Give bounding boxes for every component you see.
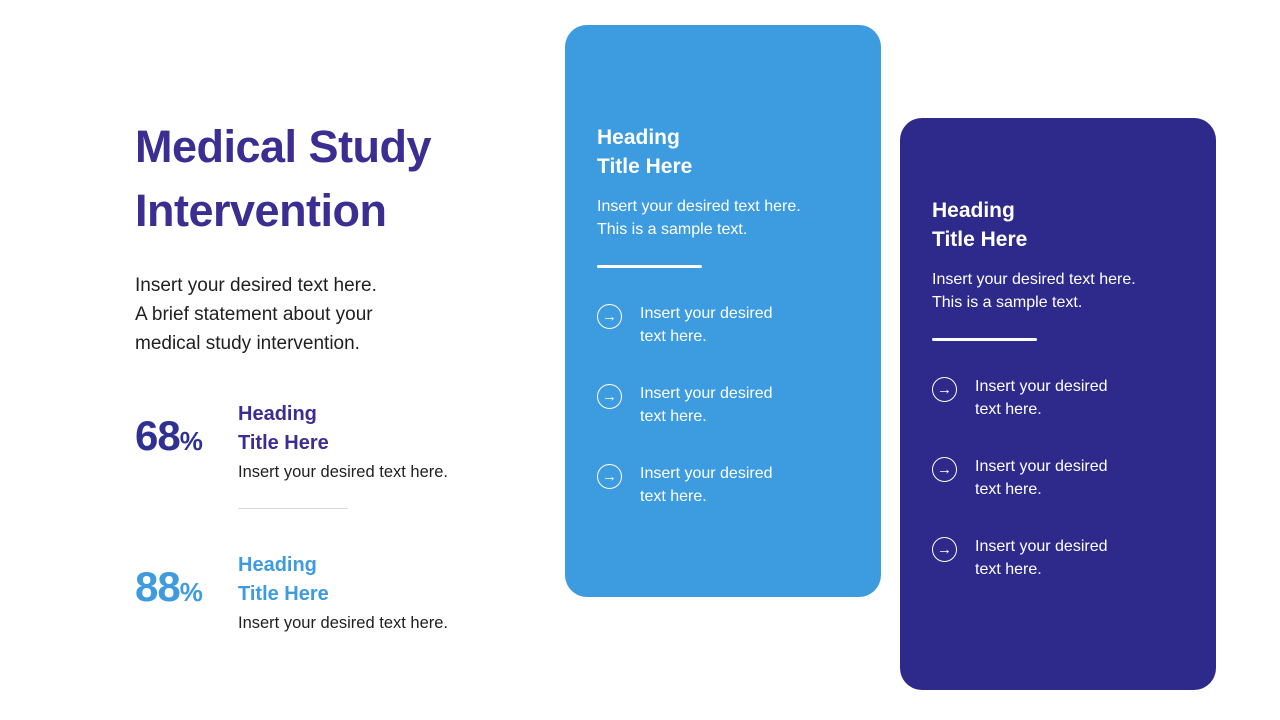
arrow-circle-icon: → bbox=[597, 304, 622, 329]
card-item-list: → Insert your desired text here. → Inser… bbox=[932, 375, 1184, 581]
list-item-text: Insert your desired text here. bbox=[640, 465, 773, 505]
arrow-circle-icon: → bbox=[597, 384, 622, 409]
page-title: Medical Study Intervention bbox=[135, 121, 432, 236]
list-item: → Insert your desired text here. bbox=[597, 302, 849, 348]
stat-value-68: 68% bbox=[135, 400, 238, 460]
list-item-text: Insert your desired text here. bbox=[640, 385, 773, 425]
list-item: → Insert your desired text here. bbox=[597, 462, 849, 508]
arrow-glyph: → bbox=[937, 381, 952, 398]
card-underline bbox=[932, 338, 1037, 341]
arrow-circle-icon: → bbox=[932, 457, 957, 482]
list-item-text: Insert your desired text here. bbox=[640, 305, 773, 345]
list-item: → Insert your desired text here. bbox=[932, 455, 1184, 501]
card-heading: Heading Title Here bbox=[597, 126, 693, 178]
list-item: → Insert your desired text here. bbox=[932, 375, 1184, 421]
card-underline bbox=[597, 265, 702, 268]
list-item-text: Insert your desired text here. bbox=[975, 458, 1108, 498]
list-item: → Insert your desired text here. bbox=[932, 535, 1184, 581]
stat-body: Heading Title Here Insert your desired t… bbox=[238, 551, 535, 635]
stat-block-88: 88% Heading Title Here Insert your desir… bbox=[135, 551, 535, 635]
arrow-glyph: → bbox=[937, 541, 952, 558]
stat-description: Insert your desired text here. bbox=[238, 462, 449, 481]
arrow-glyph: → bbox=[937, 461, 952, 478]
stat-number-text: 68 bbox=[135, 411, 181, 459]
stat-body: Heading Title Here Insert your desired t… bbox=[238, 400, 535, 484]
stat-unit: % bbox=[179, 425, 203, 456]
stat-heading: Heading Title Here bbox=[238, 402, 329, 454]
arrow-glyph: → bbox=[602, 468, 617, 485]
page-subtitle: Insert your desired text here. A brief s… bbox=[135, 274, 377, 354]
arrow-circle-icon: → bbox=[932, 537, 957, 562]
stat-value-88: 88% bbox=[135, 551, 238, 611]
card-blue: Heading Title Here Insert your desired t… bbox=[565, 25, 881, 597]
stat-description: Insert your desired text here. bbox=[238, 613, 449, 632]
list-item-text: Insert your desired text here. bbox=[975, 378, 1108, 418]
arrow-glyph: → bbox=[602, 388, 617, 405]
card-body-text: Insert your desired text here. This is a… bbox=[597, 198, 801, 238]
intro-section: Medical Study Intervention Insert your d… bbox=[135, 115, 535, 635]
card-body-text: Insert your desired text here. This is a… bbox=[932, 271, 1136, 311]
card-indigo: Heading Title Here Insert your desired t… bbox=[900, 118, 1216, 690]
arrow-glyph: → bbox=[602, 308, 617, 325]
card-item-list: → Insert your desired text here. → Inser… bbox=[597, 302, 849, 508]
list-item-text: Insert your desired text here. bbox=[975, 538, 1108, 578]
card-heading: Heading Title Here bbox=[932, 199, 1028, 251]
stat-divider bbox=[238, 507, 348, 509]
arrow-circle-icon: → bbox=[932, 377, 957, 402]
stat-block-68: 68% Heading Title Here Insert your desir… bbox=[135, 400, 535, 484]
arrow-circle-icon: → bbox=[597, 464, 622, 489]
stat-heading: Heading Title Here bbox=[238, 553, 329, 605]
stat-number-text: 88 bbox=[135, 562, 181, 610]
list-item: → Insert your desired text here. bbox=[597, 382, 849, 428]
stat-unit: % bbox=[179, 576, 203, 607]
